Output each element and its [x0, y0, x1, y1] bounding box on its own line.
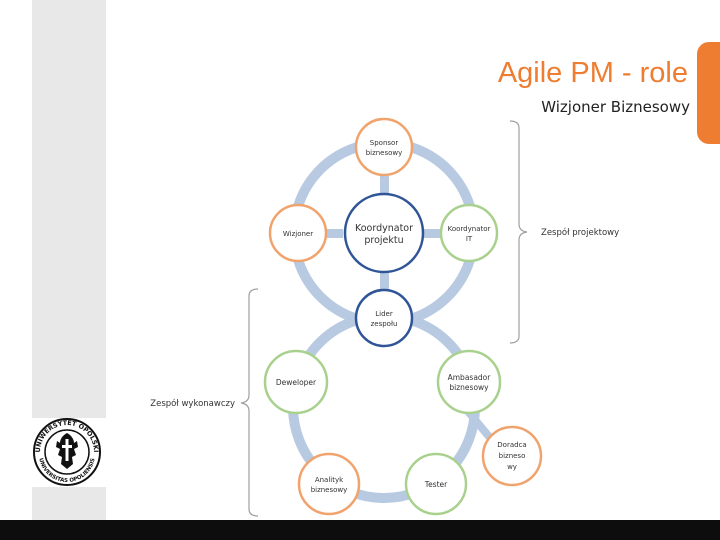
node-wizjoner: Wizjoner — [268, 203, 328, 263]
left-band-top — [32, 0, 106, 418]
spoke-bottom — [380, 272, 389, 291]
group-label-projektowy: Zespół projektowy — [541, 227, 619, 238]
node-koordynator-it-line2: IT — [466, 235, 473, 243]
node-lider-line1: Lider — [375, 310, 393, 318]
university-seal-logo: UNIWERSYTET OPOLSKI UNIVERSITAS OPOLIENS… — [33, 418, 101, 486]
node-ambasador-line1: Ambasador — [448, 373, 492, 382]
orange-side-tab — [697, 42, 720, 144]
eagle-emblem-icon — [56, 433, 78, 469]
node-deweloper-label: Deweloper — [276, 378, 317, 387]
node-analityk-line1: Analityk — [315, 476, 344, 484]
node-lider-zespolu: Lider zespołu — [354, 288, 414, 348]
node-koordynator-projektu-line2: projektu — [364, 235, 403, 246]
node-doradca-line1: Doradca — [497, 441, 526, 449]
node-doradca-biznesowy: Doradca bizneso wy — [481, 425, 543, 487]
bracket-zespol-wykonawczy: Zespół wykonawczy — [150, 288, 259, 517]
bracket-zespol-projektowy: Zespół projektowy — [509, 120, 619, 344]
node-analityk-biznesowy: Analityk biznesowy — [297, 452, 361, 516]
node-lider-line2: zespołu — [371, 320, 398, 328]
node-koordynator-it: Koordynator IT — [439, 203, 499, 263]
slide-title: Agile PM - role — [497, 57, 688, 89]
node-tester-label: Tester — [424, 480, 448, 489]
node-koordynator-projektu-line1: Koordynator — [355, 223, 413, 234]
node-ambasador-line2: biznesowy — [449, 383, 489, 392]
bottom-bar — [0, 520, 720, 540]
node-sponsor-line2: biznesowy — [366, 149, 403, 157]
node-deweloper: Deweloper — [263, 349, 329, 415]
node-doradca-line2: bizneso — [499, 452, 526, 460]
left-band-bottom — [32, 487, 106, 520]
slide-subtitle: Wizjoner Biznesowy — [541, 98, 690, 116]
node-sponsor-line1: Sponsor — [370, 139, 399, 147]
spoke-right — [424, 229, 442, 238]
spoke-top — [380, 176, 389, 193]
node-analityk-line2: biznesowy — [311, 486, 348, 494]
node-doradca-line3: wy — [507, 463, 517, 471]
node-wizjoner-label: Wizjoner — [283, 230, 313, 238]
node-tester: Tester — [404, 452, 468, 516]
spoke-left — [321, 229, 343, 238]
node-koordynator-projektu: Koordynator projektu — [343, 192, 425, 274]
group-label-wykonawczy: Zespół wykonawczy — [150, 398, 235, 409]
node-koordynator-it-line1: Koordynator — [448, 225, 491, 233]
node-ambasador-biznesowy: Ambasador biznesowy — [436, 349, 502, 415]
node-sponsor-biznesowy: Sponsor biznesowy — [354, 117, 414, 177]
